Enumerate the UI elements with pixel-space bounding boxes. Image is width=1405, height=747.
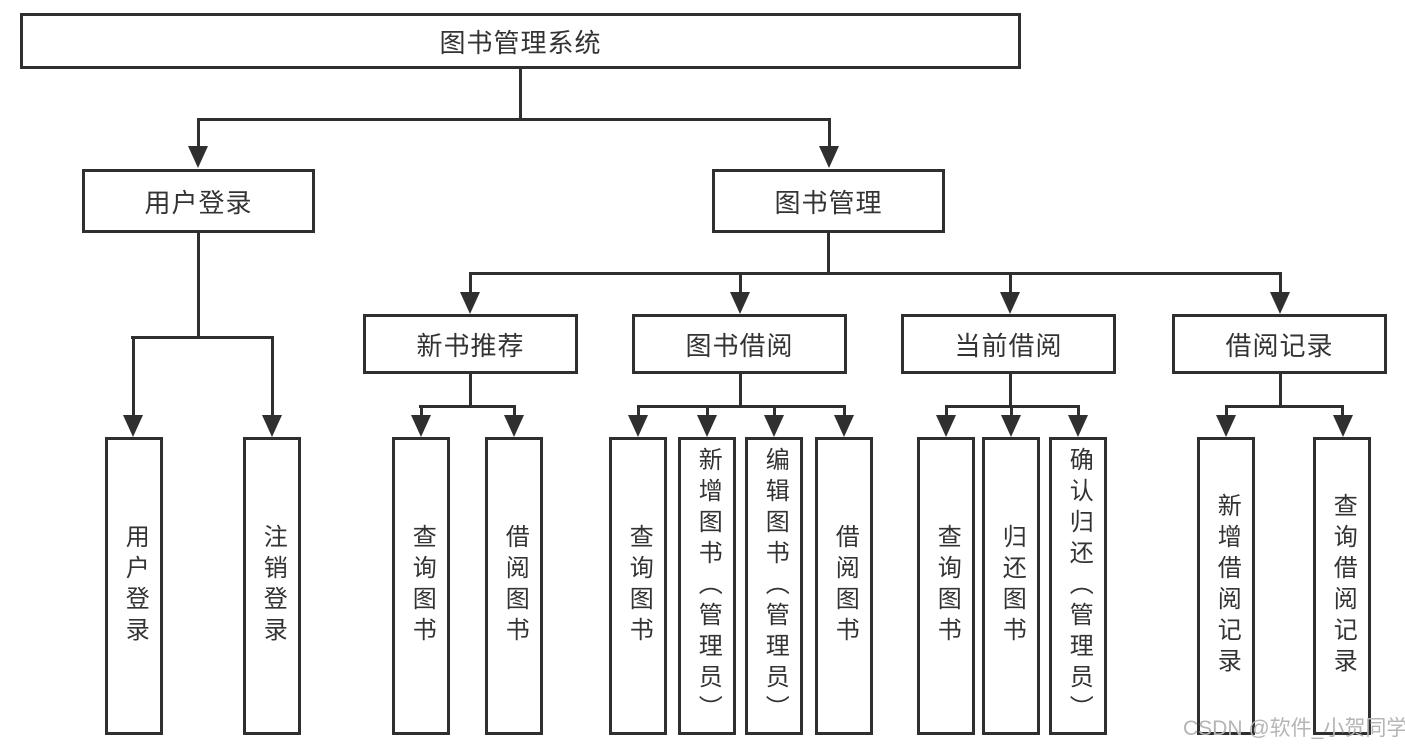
node-label: 查询图书 xyxy=(933,524,961,648)
csdn-watermark: CSDN @软件_小贺同学 xyxy=(1183,717,1405,740)
arrow-down-icon xyxy=(764,415,784,437)
arrow-down-icon xyxy=(411,415,431,437)
arrow-down-icon xyxy=(262,415,282,437)
connector-line xyxy=(131,336,274,339)
node-label: 归还图书 xyxy=(998,524,1026,648)
arrow-down-icon xyxy=(1001,415,1021,437)
node-label: 新书推荐 xyxy=(416,330,525,361)
arrow-down-icon xyxy=(936,415,956,437)
node-label: 确认归还（管理员） xyxy=(1065,446,1093,726)
node-label: 用户登录 xyxy=(121,524,149,648)
connector-line xyxy=(827,233,830,274)
connector-line xyxy=(197,233,200,336)
arrow-down-icon xyxy=(697,415,717,437)
arrow-down-icon xyxy=(1068,415,1088,437)
node-book-management: 图书管理 xyxy=(712,169,945,233)
connector-line xyxy=(828,118,831,149)
connector-line xyxy=(706,405,709,418)
node-label: 借阅图书 xyxy=(831,524,859,648)
connector-line xyxy=(1279,374,1282,407)
leaf-logout: 注销登录 xyxy=(243,437,301,735)
arrow-down-icon xyxy=(834,415,854,437)
connector-line xyxy=(420,405,423,418)
connector-line xyxy=(843,405,846,418)
leaf-borrow-books: 借阅图书 xyxy=(815,437,873,735)
connector-line xyxy=(469,374,472,407)
connector-line xyxy=(132,336,135,417)
leaf-confirm-return-admin: 确认归还（管理员） xyxy=(1049,437,1107,735)
leaf-query-books: 查询图书 xyxy=(609,437,667,735)
node-label: 新增借阅记录 xyxy=(1213,493,1241,679)
connector-line xyxy=(773,405,776,418)
node-new-book-recommendation: 新书推荐 xyxy=(363,314,578,374)
connector-line xyxy=(637,405,640,418)
connector-line xyxy=(1279,272,1282,294)
arrow-down-icon xyxy=(1270,292,1290,314)
arrow-down-icon xyxy=(1333,415,1353,437)
leaf-edit-books-admin: 编辑图书（管理员） xyxy=(745,437,803,735)
node-current-borrowing: 当前借阅 xyxy=(901,314,1116,374)
leaf-return-books: 归还图书 xyxy=(982,437,1040,735)
leaf-add-books-admin: 新增图书（管理员） xyxy=(678,437,736,735)
connector-line xyxy=(1225,405,1228,418)
connector-line xyxy=(1010,405,1013,418)
leaf-borrow-books: 借阅图书 xyxy=(485,437,543,735)
connector-line xyxy=(197,118,831,121)
node-label: 借阅图书 xyxy=(501,524,529,648)
node-label: 借阅记录 xyxy=(1225,330,1334,361)
arrow-down-icon xyxy=(504,415,524,437)
node-label: 注销登录 xyxy=(259,524,287,648)
leaf-query-borrow-record: 查询借阅记录 xyxy=(1313,437,1371,735)
arrow-down-icon xyxy=(628,415,648,437)
connector-line xyxy=(1077,405,1080,418)
connector-line xyxy=(1341,405,1344,418)
node-label: 当前借阅 xyxy=(954,330,1063,361)
connector-line xyxy=(197,118,200,149)
arrow-down-icon xyxy=(730,292,750,314)
node-label: 用户登录 xyxy=(144,187,253,218)
connector-line xyxy=(519,69,522,118)
connector-line xyxy=(271,336,274,417)
connector-line xyxy=(739,374,742,407)
connector-line xyxy=(1225,405,1344,408)
connector-line xyxy=(469,272,472,294)
connector-line xyxy=(513,405,516,418)
node-label: 查询图书 xyxy=(625,524,653,648)
node-label: 查询图书 xyxy=(408,524,436,648)
leaf-query-books: 查询图书 xyxy=(392,437,450,735)
node-label: 编辑图书（管理员） xyxy=(761,446,789,726)
arrow-down-icon xyxy=(123,415,143,437)
arrow-down-icon xyxy=(188,146,208,168)
leaf-add-borrow-record: 新增借阅记录 xyxy=(1197,437,1255,735)
leaf-user-login: 用户登录 xyxy=(105,437,163,735)
node-user-login: 用户登录 xyxy=(82,169,315,233)
arrow-down-icon xyxy=(819,146,839,168)
connector-line xyxy=(945,405,948,418)
node-label: 新增图书（管理员） xyxy=(694,446,722,726)
connector-line xyxy=(739,272,742,294)
connector-line xyxy=(637,405,846,408)
node-book-borrowing: 图书借阅 xyxy=(632,314,847,374)
connector-line xyxy=(1009,272,1012,294)
arrow-down-icon xyxy=(460,292,480,314)
node-borrowing-records: 借阅记录 xyxy=(1172,314,1387,374)
node-label: 图书借阅 xyxy=(685,330,794,361)
arrow-down-icon xyxy=(1216,415,1236,437)
connector-line xyxy=(419,405,516,408)
arrow-down-icon xyxy=(1000,292,1020,314)
node-library-management-system: 图书管理系统 xyxy=(20,13,1021,69)
connector-line xyxy=(1009,374,1012,407)
node-label: 图书管理系统 xyxy=(439,27,602,58)
connector-line xyxy=(469,272,1281,275)
leaf-query-books: 查询图书 xyxy=(917,437,975,735)
node-label: 图书管理 xyxy=(774,187,883,218)
node-label: 查询借阅记录 xyxy=(1329,493,1357,679)
